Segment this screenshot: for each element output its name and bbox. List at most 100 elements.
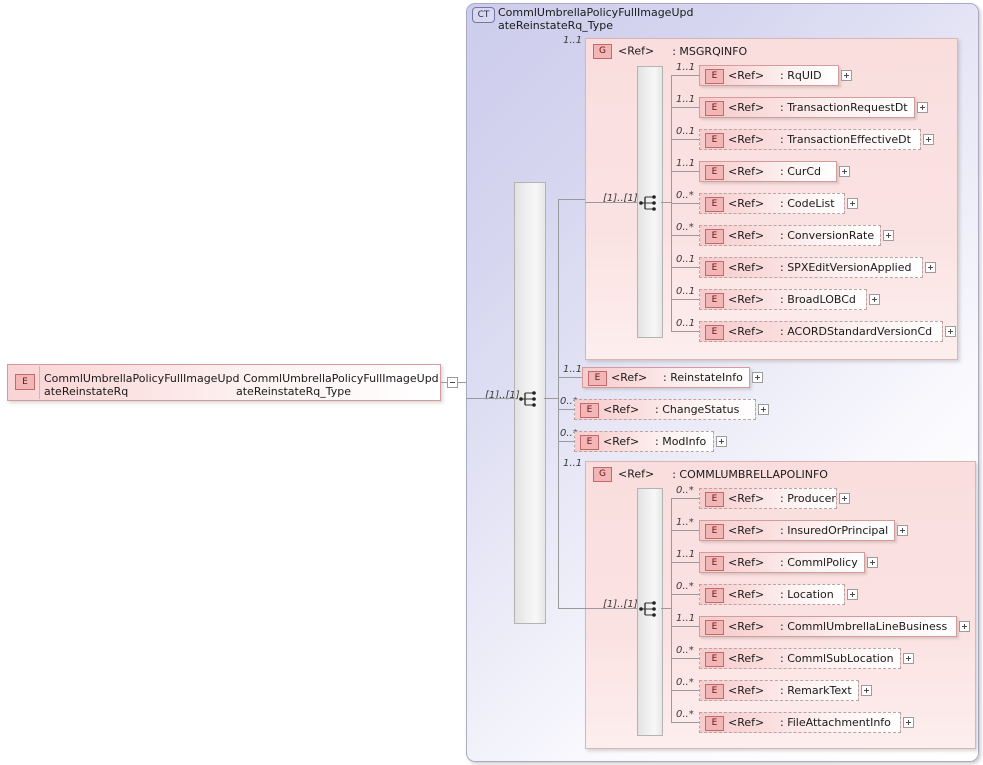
connector-branch-changestatus <box>558 409 574 410</box>
element-ref: <Ref> <box>728 325 765 338</box>
element-row[interactable]: E <Ref> : CommlSubLocation <box>699 648 901 669</box>
element-row[interactable]: E <Ref> : BroadLOBCd <box>699 289 867 310</box>
element-name: : BroadLOBCd <box>780 293 856 306</box>
element-ref: <Ref> <box>728 165 765 178</box>
connector-row <box>671 299 699 300</box>
element-expand-toggle[interactable] <box>716 436 727 447</box>
element-row[interactable]: E <Ref> : ACORDStandardVersionCd <box>699 321 943 342</box>
element-tag-icon: E <box>705 325 724 340</box>
row-cardinality: 0..1 <box>676 126 696 137</box>
connector-row <box>671 498 699 499</box>
root-element-collapse-toggle[interactable] <box>447 377 458 388</box>
connector-into-commlumbrellapolinfo-seq <box>585 608 637 609</box>
root-element-type: : CommlUmbrellaPolicyFullImageUpd ateRei… <box>236 372 439 398</box>
connector-msgrqinfo-seq-stub <box>661 202 671 203</box>
element-row[interactable]: E <Ref> : CodeList <box>699 193 845 214</box>
element-expand-toggle[interactable] <box>903 653 914 664</box>
element-tag-icon: E <box>705 524 724 539</box>
group-msgrqinfo-ref: <Ref> <box>618 44 655 58</box>
connector-row <box>671 690 699 691</box>
element-expand-toggle[interactable] <box>839 493 850 504</box>
element-ref: <Ref> <box>728 556 765 569</box>
element-expand-toggle[interactable] <box>758 404 769 415</box>
element-ref: <Ref> <box>728 684 765 697</box>
group-msgrqinfo-cardinality: 1..1 <box>563 35 583 46</box>
element-ref: <Ref> <box>728 101 765 114</box>
group-commlumbrellapolinfo-header[interactable]: G<Ref>: COMMLUMBRELLAPOLINFO <box>593 467 828 482</box>
element-row[interactable]: E <Ref> : RemarkText <box>699 680 859 701</box>
element-expand-toggle[interactable] <box>847 589 858 600</box>
element-expand-toggle[interactable] <box>861 685 872 696</box>
element-row[interactable]: E <Ref> : TransactionEffectiveDt <box>699 129 921 150</box>
sequence-compositor-icon <box>639 195 656 211</box>
row-cardinality: 0..* <box>560 396 578 407</box>
element-tag-icon: E <box>705 588 724 603</box>
connector-row <box>671 331 699 332</box>
element-row[interactable]: E <Ref> : SPXEditVersionApplied <box>699 257 923 278</box>
element-ref: <Ref> <box>728 197 765 210</box>
element-row[interactable]: E <Ref> : Producer <box>699 488 837 509</box>
element-tag-icon: E <box>705 652 724 667</box>
element-row[interactable]: E <Ref> : CommlUmbrellaLineBusiness <box>699 616 957 637</box>
element-expand-toggle[interactable] <box>869 294 880 305</box>
connector-into-msgrqinfo-seq <box>585 202 637 203</box>
element-ref: <Ref> <box>728 588 765 601</box>
outer-sequence-bar <box>514 182 546 624</box>
element-expand-toggle[interactable] <box>945 326 956 337</box>
element-ref: <Ref> <box>728 524 765 537</box>
element-expand-toggle[interactable] <box>959 621 970 632</box>
element-expand-toggle[interactable] <box>883 230 894 241</box>
element-row[interactable]: E <Ref> : RqUID <box>699 65 839 86</box>
element-expand-toggle[interactable] <box>867 557 878 568</box>
element-ref: <Ref> <box>728 652 765 665</box>
row-cardinality: 0..1 <box>676 286 696 297</box>
element-row[interactable]: E <Ref> : ModInfo <box>574 431 714 452</box>
element-row[interactable]: E <Ref> : CurCd <box>699 161 837 182</box>
row-cardinality: 0..* <box>676 222 694 233</box>
outer-compositor-cardinality: [1]..[1] <box>485 390 520 401</box>
element-name: : SPXEditVersionApplied <box>780 261 912 274</box>
element-name: : Location <box>780 588 834 601</box>
element-ref: <Ref> <box>728 69 765 82</box>
element-expand-toggle[interactable] <box>903 717 914 728</box>
root-element-name: CommlUmbrellaPolicyFullImageUpd ateReins… <box>44 372 240 398</box>
element-expand-toggle[interactable] <box>841 70 852 81</box>
element-ref: <Ref> <box>603 403 640 416</box>
element-row[interactable]: E <Ref> : TransactionRequestDt <box>699 97 915 118</box>
element-ref: <Ref> <box>728 261 765 274</box>
element-tag-icon: E <box>705 620 724 635</box>
row-cardinality: 0..* <box>676 709 694 720</box>
element-row[interactable]: E <Ref> : Location <box>699 584 845 605</box>
element-expand-toggle[interactable] <box>847 198 858 209</box>
group-commlumbrellapolinfo-cardinality: 1..1 <box>563 458 583 469</box>
element-expand-toggle[interactable] <box>897 525 908 536</box>
element-row[interactable]: E <Ref> : InsuredOrPrincipal <box>699 520 895 541</box>
group-msgrqinfo-header[interactable]: G<Ref>: MSGRQINFO <box>593 44 747 59</box>
element-row[interactable]: E <Ref> : ChangeStatus <box>574 399 756 420</box>
element-tag-icon: E <box>705 293 724 308</box>
row-cardinality: 1..1 <box>676 62 696 73</box>
element-expand-toggle[interactable] <box>752 372 763 383</box>
element-name: : CommlSubLocation <box>780 652 894 665</box>
complextype-title: CommlUmbrellaPolicyFullImageUpd ateReins… <box>498 6 694 32</box>
connector-branch-modinfo <box>558 441 574 442</box>
row-cardinality: 0..* <box>560 428 578 439</box>
element-row[interactable]: E <Ref> : FileAttachmentInfo <box>699 712 901 733</box>
root-element-box[interactable]: E CommlUmbrellaPolicyFullImageUpd ateRei… <box>7 364 441 401</box>
element-ref: <Ref> <box>728 133 765 146</box>
element-name: : CommlUmbrellaLineBusiness <box>780 620 948 633</box>
connector-outer-seq-stub <box>544 398 558 399</box>
row-cardinality: 0..1 <box>676 254 696 265</box>
element-expand-toggle[interactable] <box>839 166 850 177</box>
element-row[interactable]: E <Ref> : ConversionRate <box>699 225 881 246</box>
element-tag-icon: E <box>705 556 724 571</box>
element-expand-toggle[interactable] <box>923 134 934 145</box>
element-expand-toggle[interactable] <box>917 102 928 113</box>
element-row[interactable]: E <Ref> : CommlPolicy <box>699 552 865 573</box>
row-cardinality: 1..1 <box>563 364 583 375</box>
connector-row <box>671 626 699 627</box>
element-ref: <Ref> <box>728 229 765 242</box>
element-expand-toggle[interactable] <box>925 262 936 273</box>
element-row[interactable]: E <Ref> : ReinstateInfo <box>582 367 750 388</box>
